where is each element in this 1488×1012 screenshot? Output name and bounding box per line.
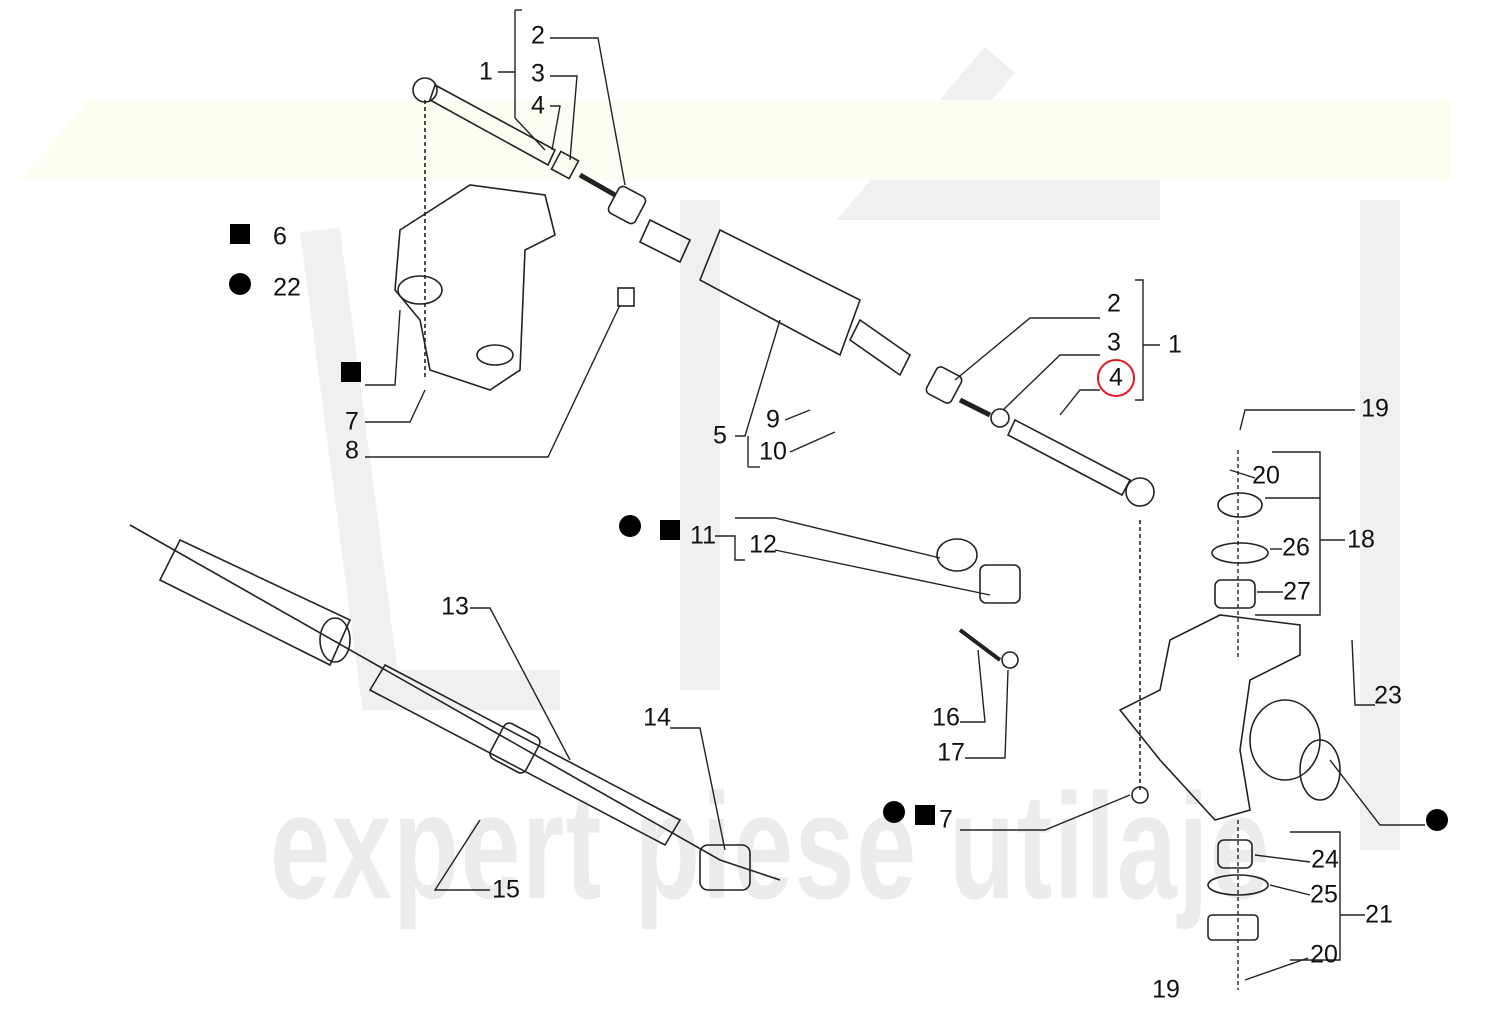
- callout: 24: [1311, 845, 1339, 874]
- callout: 7: [345, 407, 359, 436]
- callout: 4: [531, 91, 545, 120]
- legend-label: 22: [273, 273, 301, 302]
- tie-rod-right: [925, 366, 1155, 790]
- leader-lines: [365, 9, 1425, 990]
- steering-cylinder-top: [617, 218, 912, 377]
- callout: 5: [713, 421, 727, 450]
- circle-marker-icon: [1426, 809, 1448, 831]
- callout: 21: [1365, 900, 1393, 929]
- callout: 7: [939, 805, 953, 834]
- callout: 3: [1107, 328, 1121, 357]
- steering-knuckle-right: [936, 492, 1341, 941]
- legend-label: 6: [273, 222, 287, 251]
- callout: 27: [1283, 577, 1311, 606]
- callout-highlighted: 4: [1109, 363, 1123, 392]
- callout: 23: [1374, 681, 1402, 710]
- watermark: expert piese utilaje: [270, 762, 1272, 930]
- square-marker-icon: [660, 520, 680, 540]
- legend-circle-icon: [229, 273, 251, 295]
- highlight-circle: [1097, 359, 1135, 397]
- legend-square-icon: [230, 224, 250, 244]
- watermark-band: [20, 100, 1450, 180]
- callout: 20: [1310, 940, 1338, 969]
- callout: 20: [1252, 461, 1280, 490]
- circle-marker-icon: [883, 801, 905, 823]
- callout: 13: [441, 592, 469, 621]
- callout: 16: [932, 703, 960, 732]
- callout: 12: [749, 530, 777, 559]
- callout: 3: [531, 59, 545, 88]
- callout: 11: [690, 521, 716, 550]
- callout: 15: [492, 875, 520, 904]
- callout: 10: [759, 437, 787, 466]
- callout: 9: [766, 405, 780, 434]
- callout: 1: [479, 57, 493, 86]
- circle-marker-icon: [619, 515, 641, 537]
- callout: 14: [643, 703, 671, 732]
- callout: 2: [531, 21, 545, 50]
- callout: 26: [1282, 533, 1310, 562]
- steering-knuckle-left: [394, 184, 556, 391]
- steering-cylinder-bottom: [129, 524, 781, 891]
- callout: 19: [1361, 394, 1389, 423]
- square-marker-icon: [915, 805, 935, 825]
- callout: 25: [1310, 880, 1338, 909]
- square-marker-icon: [341, 362, 361, 382]
- callout: 18: [1347, 525, 1375, 554]
- callout: 17: [937, 738, 965, 767]
- callout: 2: [1107, 289, 1121, 318]
- callout: 19: [1152, 975, 1180, 1004]
- callout: 1: [1168, 330, 1182, 359]
- callout: 8: [345, 436, 359, 465]
